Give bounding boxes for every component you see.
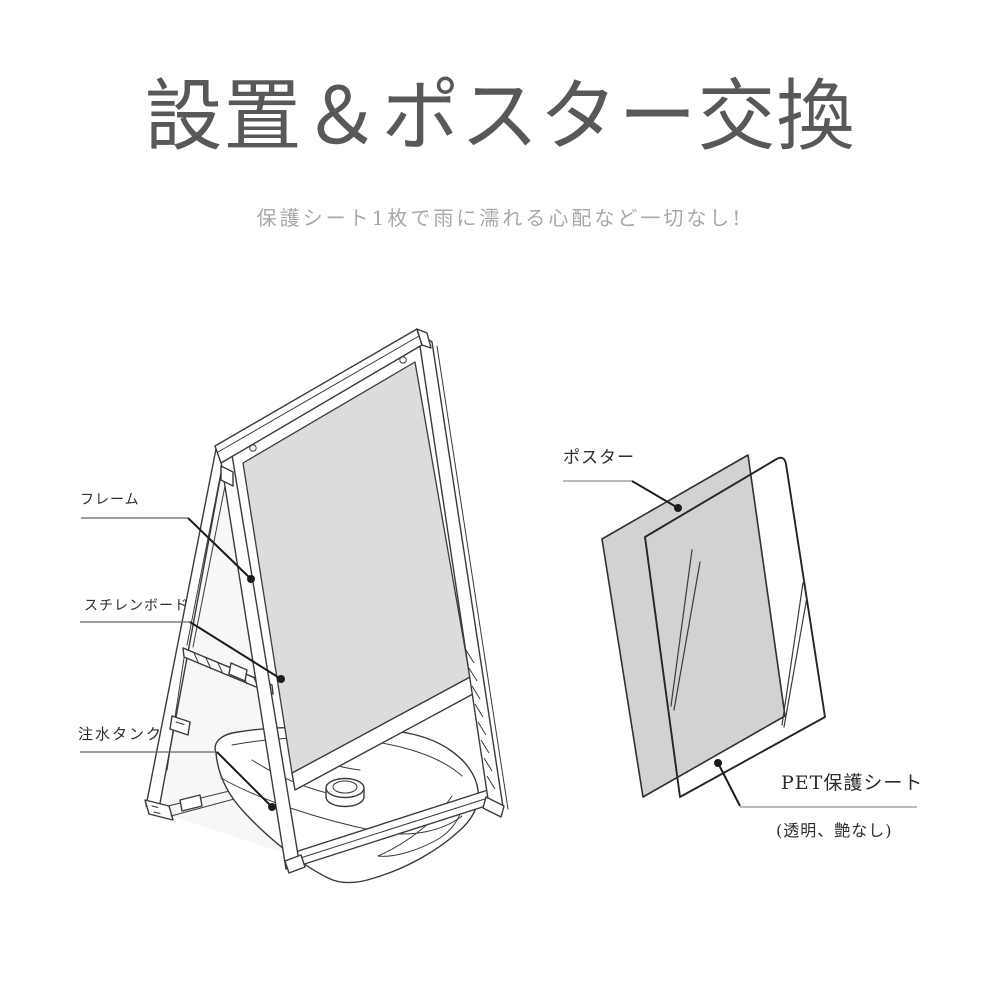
front-left-foot [284,854,306,874]
leader-styrene-d [189,621,282,680]
top-bar [214,328,432,464]
poster-shine [670,549,701,711]
leader-styrene-dot [277,675,285,683]
back-left-foot [144,799,174,821]
leader-tank-dot [268,803,276,811]
poster-sheets-illustration [601,454,826,798]
leader-frame-dot [247,575,255,583]
back-bar-bracket [179,794,203,812]
label-water-tank: 注水タンク [78,725,164,743]
label-frame: フレーム [80,492,140,508]
cross-stay [169,647,274,736]
leader-poster-dot [674,504,682,512]
pet-shine [781,582,808,728]
leader-poster-d [631,480,679,509]
tank-curl [377,795,464,857]
leader-lines [80,480,917,811]
a-frame-illustration [144,328,509,884]
page-subtitle: 保護シート1枚で雨に濡れる心配など一切なし! [256,206,744,230]
back-board-edge [166,466,229,771]
pet-sheet [644,456,826,798]
leader-tank-d [216,751,273,808]
label-pet-sheet: PET保護シート [781,772,924,794]
label-poster: ポスター [563,448,635,468]
label-styrene-board: スチレンボード [84,598,189,614]
leader-pet-d [717,762,741,807]
poster-sheet [601,454,786,798]
apex-hinge [220,465,234,487]
leader-frame-d [187,517,252,580]
page-title: 設置＆ポスター交換 [144,72,856,162]
label-pet-sheet-note: (透明、艶なし) [776,821,893,840]
back-foot-screws [151,805,161,814]
